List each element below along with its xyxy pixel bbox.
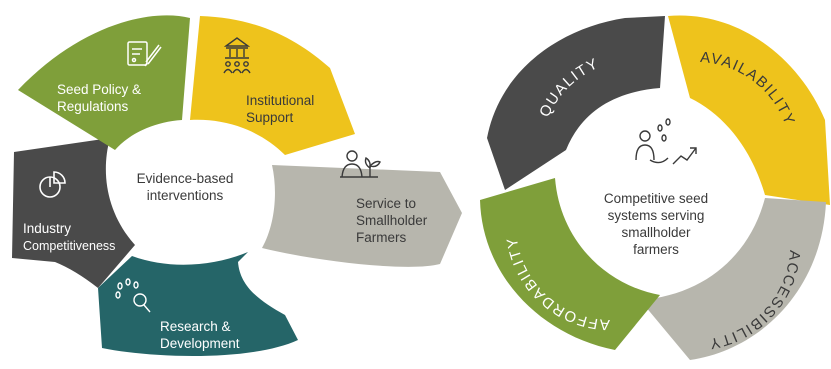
left-cycle: Seed Policy & Regulations Institutional … [12, 15, 462, 357]
seed-policy-line-1: Seed Policy & [57, 82, 141, 97]
service-line-1: Service to [356, 196, 416, 211]
segment-institutional-support [190, 16, 355, 155]
industry-line-1: Industry [23, 221, 71, 236]
industry-line-2: Competitiveness [23, 239, 115, 253]
label-institutional-support: Institutional Support [246, 93, 314, 125]
right-center-line-4: farmers [633, 242, 679, 257]
label-seed-policy: Seed Policy & Regulations [57, 82, 141, 114]
service-line-2: Smallholder [356, 213, 428, 228]
right-center-label: Competitive seed systems serving smallho… [604, 191, 708, 257]
service-line-3: Farmers [356, 230, 406, 245]
label-research-development: Research & Development [160, 319, 240, 351]
pie-chart-icon [39, 171, 66, 198]
segment-quality [487, 16, 665, 190]
research-line-1: Research & [160, 319, 231, 334]
document-pen-icon [127, 41, 162, 67]
segment-affordability [480, 178, 660, 350]
right-center-line-2: systems serving [608, 208, 705, 223]
research-line-2: Development [160, 336, 240, 351]
left-center-line-1: Evidence-based [137, 171, 234, 186]
farmer-plant-icon [340, 150, 381, 178]
right-cycle: QUALITY AVAILABILITY ACCESSIBILITY AFFOR… [480, 15, 830, 360]
segment-service-smallholder [262, 165, 462, 267]
segment-research-development [98, 252, 298, 357]
label-industry-competitiveness: Industry Competitiveness [23, 221, 115, 253]
seed-policy-line-2: Regulations [57, 99, 129, 114]
magnifier-seeds-icon [115, 278, 151, 313]
segment-availability [668, 15, 830, 205]
farmer-growth-icon [635, 118, 697, 165]
right-center-line-3: smallholder [621, 225, 691, 240]
segment-accessibility [640, 198, 826, 360]
label-service-smallholder: Service to Smallholder Farmers [356, 196, 428, 245]
institution-building-icon [223, 37, 251, 74]
institutional-line-2: Support [246, 110, 294, 125]
institutional-line-1: Institutional [246, 93, 314, 108]
segment-industry-competitiveness [12, 138, 135, 288]
left-center-label: Evidence-based interventions [137, 171, 234, 203]
left-center-line-2: interventions [147, 188, 224, 203]
right-center-line-1: Competitive seed [604, 191, 708, 206]
